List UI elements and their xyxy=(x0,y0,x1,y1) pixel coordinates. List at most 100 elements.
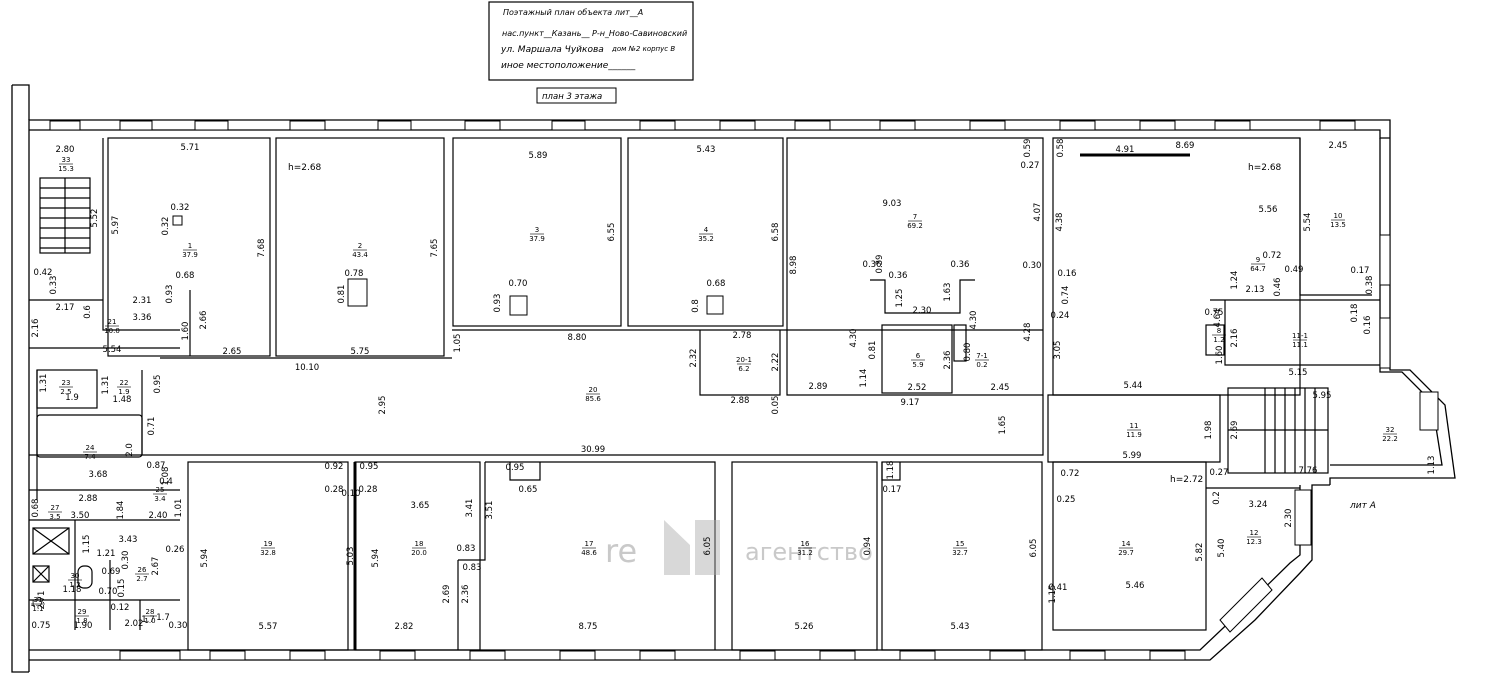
dimension-label: 0.95 xyxy=(153,375,163,394)
dimension-label: 0.81 xyxy=(337,285,347,304)
room-number: 30 xyxy=(71,572,80,580)
room-label: 337.9 xyxy=(529,226,545,243)
room-area: 1.2 xyxy=(1213,336,1224,344)
column xyxy=(347,278,368,307)
dimension-label: 5.54 xyxy=(1303,213,1313,232)
dimension-label: 0.38 xyxy=(1365,276,1375,295)
window xyxy=(1214,120,1251,131)
room-area: 3.4 xyxy=(154,495,166,503)
dimension-label: 1.18 xyxy=(63,585,82,595)
room-labels: 3315.3137.9243.4337.9435.2769.2964.71013… xyxy=(31,156,1398,625)
dimension-label: 0.27 xyxy=(1210,468,1229,478)
window xyxy=(639,650,676,661)
room-number: 29 xyxy=(78,608,87,616)
dimension-label: 8.69 xyxy=(1176,141,1195,151)
room-number: 12 xyxy=(1250,529,1259,537)
dimension-label: 2.30 xyxy=(1284,509,1294,528)
room-area: 1.9 xyxy=(118,388,129,396)
dimension-label: 0.12 xyxy=(111,603,130,613)
window xyxy=(899,650,936,661)
dimension-label: 2.88 xyxy=(79,494,98,504)
dimension-label: 5.89 xyxy=(529,151,548,161)
dimension-label: 5.94 xyxy=(200,549,210,568)
room-number: 11 xyxy=(1130,422,1139,430)
room-number: 7 xyxy=(913,213,917,221)
dimension-label: 5.56 xyxy=(1259,205,1278,215)
room-number: 20-1 xyxy=(736,356,752,364)
room-label: 137.9 xyxy=(182,242,198,259)
room-label: 7-10.2 xyxy=(975,352,989,369)
dimension-label: 1.65 xyxy=(998,416,1008,435)
dimension-label: 2.69 xyxy=(1230,421,1240,440)
room-area: 10.0 xyxy=(104,327,120,335)
dimension-label: 0.68 xyxy=(176,271,195,281)
room-number: 9 xyxy=(1256,256,1260,264)
dimension-label: 0.74 xyxy=(1061,286,1071,305)
dimension-label: 2.17 xyxy=(56,303,75,313)
dimension-label: 0.10 xyxy=(342,489,361,499)
dimension-label: 2.16 xyxy=(31,319,41,338)
dimension-label: 2.32 xyxy=(689,349,699,368)
dimension-label: 2.31 xyxy=(133,296,152,306)
dimension-label: 0.6 xyxy=(83,305,93,319)
ceiling-height-3: h=2.72 xyxy=(1170,475,1203,485)
dimension-label: 5.54 xyxy=(103,345,122,355)
dimension-label: 4.30 xyxy=(969,311,979,330)
room-number: 28 xyxy=(146,608,155,616)
dimension-label: 8.75 xyxy=(579,622,598,632)
room-area: 32.7 xyxy=(952,549,968,557)
window xyxy=(1069,650,1106,661)
dimension-label: 8.80 xyxy=(568,333,587,343)
dimension-label: 0.80 xyxy=(963,343,973,362)
dimension-label: 0.72 xyxy=(1061,469,1080,479)
dimension-label: 0.95 xyxy=(506,463,525,473)
room-area: 2.5 xyxy=(60,388,71,396)
room-number: 18 xyxy=(415,540,424,548)
room-label: 247.4 xyxy=(83,444,97,461)
room-area: 43.4 xyxy=(352,251,368,259)
dimension-label: 1.05 xyxy=(453,334,463,353)
dimension-label: 5.26 xyxy=(795,622,814,632)
room-number: 22 xyxy=(120,379,129,387)
dimension-label: 2.82 xyxy=(395,622,414,632)
dimension-label: 1.08 xyxy=(161,467,171,486)
dimension-label: 4.38 xyxy=(1055,213,1065,232)
dimension-label: 0.32 xyxy=(171,203,190,213)
column xyxy=(509,295,528,316)
window xyxy=(289,120,326,131)
dimension-label: 0.18 xyxy=(1350,304,1360,323)
liter-label: лит А xyxy=(1349,501,1376,511)
dimension-label: 2.45 xyxy=(991,383,1010,393)
dimension-label: 0.83 xyxy=(457,544,476,554)
room-area: 37.9 xyxy=(529,235,545,243)
dimension-label: 5.46 xyxy=(1126,581,1145,591)
watermark-agency: агентство xyxy=(745,538,873,566)
room-label: 232.5 xyxy=(59,379,73,396)
floor-label-box: план 3 этажа xyxy=(536,87,617,104)
stamp-locality: нас.пункт__Казань__ Р-н_Ново-Савиновский xyxy=(502,29,687,38)
room-area: 37.9 xyxy=(182,251,198,259)
room-number: 25 xyxy=(156,486,165,494)
room-area: 1.0 xyxy=(144,617,155,625)
ceiling-height-1: h=2.68 xyxy=(288,163,322,173)
dimension-label: 5.40 xyxy=(1217,539,1227,558)
dimension-label: 0.15 xyxy=(117,579,127,598)
room-number: 8 xyxy=(1217,327,1221,335)
window xyxy=(194,120,229,131)
room-area: 11.1 xyxy=(1292,341,1308,349)
window xyxy=(119,120,153,131)
dimension-label: 2.36 xyxy=(943,351,953,370)
room-label: 65.9 xyxy=(911,352,925,369)
dimension-label: 0.28 xyxy=(325,485,344,495)
dimension-label: 0.39 xyxy=(875,255,885,274)
dimension-label: 0.4 xyxy=(159,477,173,487)
room-area: 48.6 xyxy=(581,549,597,557)
window xyxy=(464,120,501,131)
dimension-label: 0.92 xyxy=(325,462,344,472)
room-area: 7.4 xyxy=(84,453,96,461)
room-number: 6 xyxy=(916,352,921,360)
room-number: 31 xyxy=(34,596,43,604)
room-number: 15 xyxy=(956,540,965,548)
